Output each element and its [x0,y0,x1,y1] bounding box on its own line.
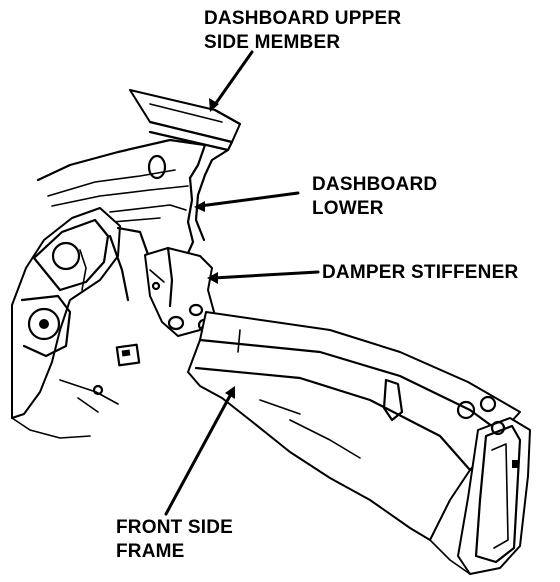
wheelhouse-part [11,207,152,439]
label-dashboard-upper-line2: SIDE MEMBER [204,32,340,53]
label-front-side-frame-line2: FRAME [116,541,185,562]
damper-stiffener-part [144,246,215,337]
leader-front-side-frame [164,390,234,516]
dashboard-lower-part [36,138,230,264]
dashboard-upper-side-member-part [129,89,242,152]
label-dashboard-lower-line2: LOWER [312,198,384,219]
label-front-side-frame-line1: FRONT SIDE [116,517,233,538]
label-damper-stiffener: DAMPER STIFFENER [322,262,518,283]
label-dashboard-lower-line1: DASHBOARD [312,174,437,195]
leader-damper-stiffener [211,270,320,280]
leader-lines [164,50,320,516]
front-side-frame-part [187,311,531,575]
leader-dashboard-upper [212,50,254,108]
label-dashboard-upper-line1: DASHBOARD UPPER [204,8,401,29]
leader-dashboard-lower [198,191,300,208]
